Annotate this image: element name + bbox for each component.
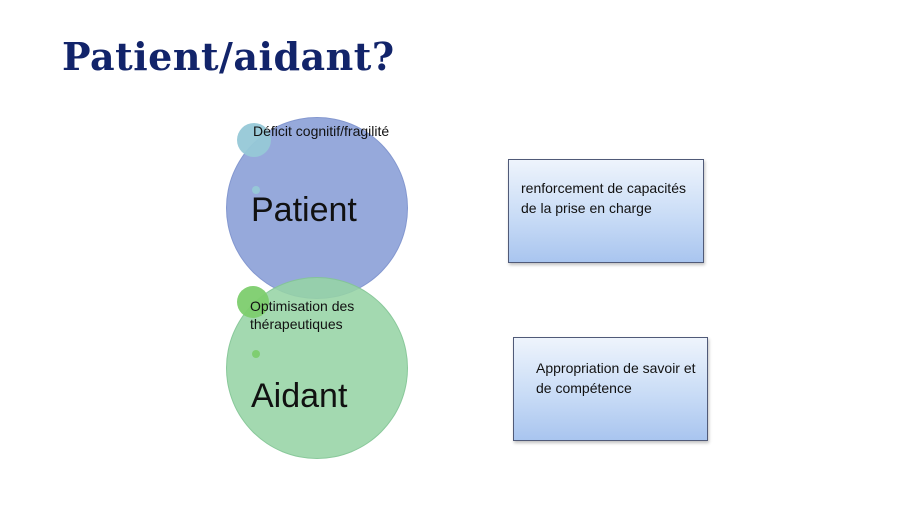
aidant-detail-label: Optimisation des thérapeutiques <box>250 298 355 332</box>
aidant-accent-bubble <box>237 286 269 318</box>
outcome-box-knowledge-text: Appropriation de savoir et de compétence <box>536 360 696 396</box>
outcome-box-knowledge: Appropriation de savoir et de compétence <box>513 337 708 441</box>
outcome-box-capacities-text: renforcement de capacités de la prise en… <box>521 180 686 216</box>
patient-detail-label: Déficit cognitif/fragilité <box>253 123 390 139</box>
outcome-box-capacities: renforcement de capacités de la prise en… <box>508 159 704 263</box>
aidant-bullet-dot <box>252 350 260 358</box>
patient-accent-bubble <box>237 123 271 157</box>
patient-label: Patient <box>251 191 357 229</box>
aidant-label: Aidant <box>251 377 348 415</box>
slide-title: Patient/aidant? <box>62 34 395 79</box>
patient-bullet-dot <box>252 186 260 194</box>
